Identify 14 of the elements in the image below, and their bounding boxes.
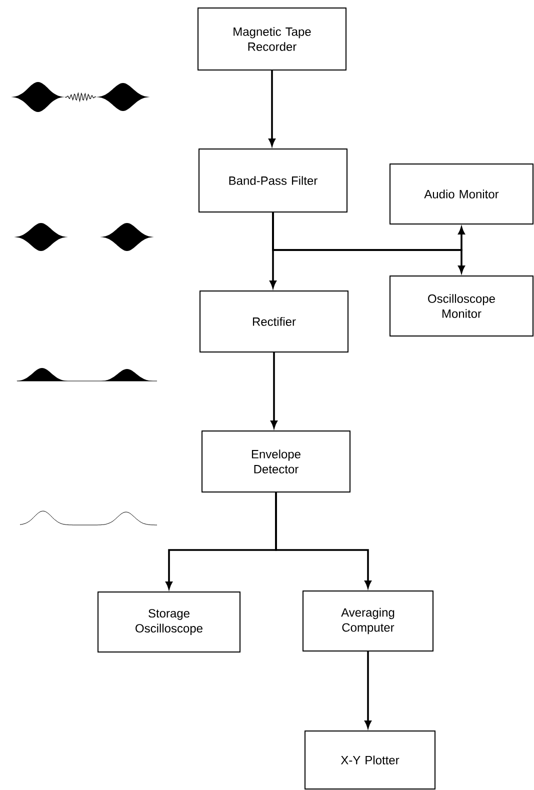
process-box: Oscilloscope Monitor — [390, 276, 534, 336]
process-box: Audio Monitor — [390, 164, 534, 224]
arrow — [364, 652, 372, 728]
process-box: Rectifier — [200, 290, 348, 352]
process-box: Envelope Detector — [202, 430, 350, 492]
arrow — [275, 492, 372, 588]
process-box: X-Y Plotter — [304, 730, 436, 790]
arrow — [270, 352, 278, 428]
process-box: Band-Pass Filter — [198, 148, 348, 212]
process-box: Magnetic Tape Recorder — [198, 8, 346, 70]
arrow — [272, 212, 465, 273]
process-box: Averaging Computer — [302, 590, 434, 652]
arrow — [268, 70, 276, 146]
process-box: Storage Oscilloscope — [98, 592, 240, 652]
